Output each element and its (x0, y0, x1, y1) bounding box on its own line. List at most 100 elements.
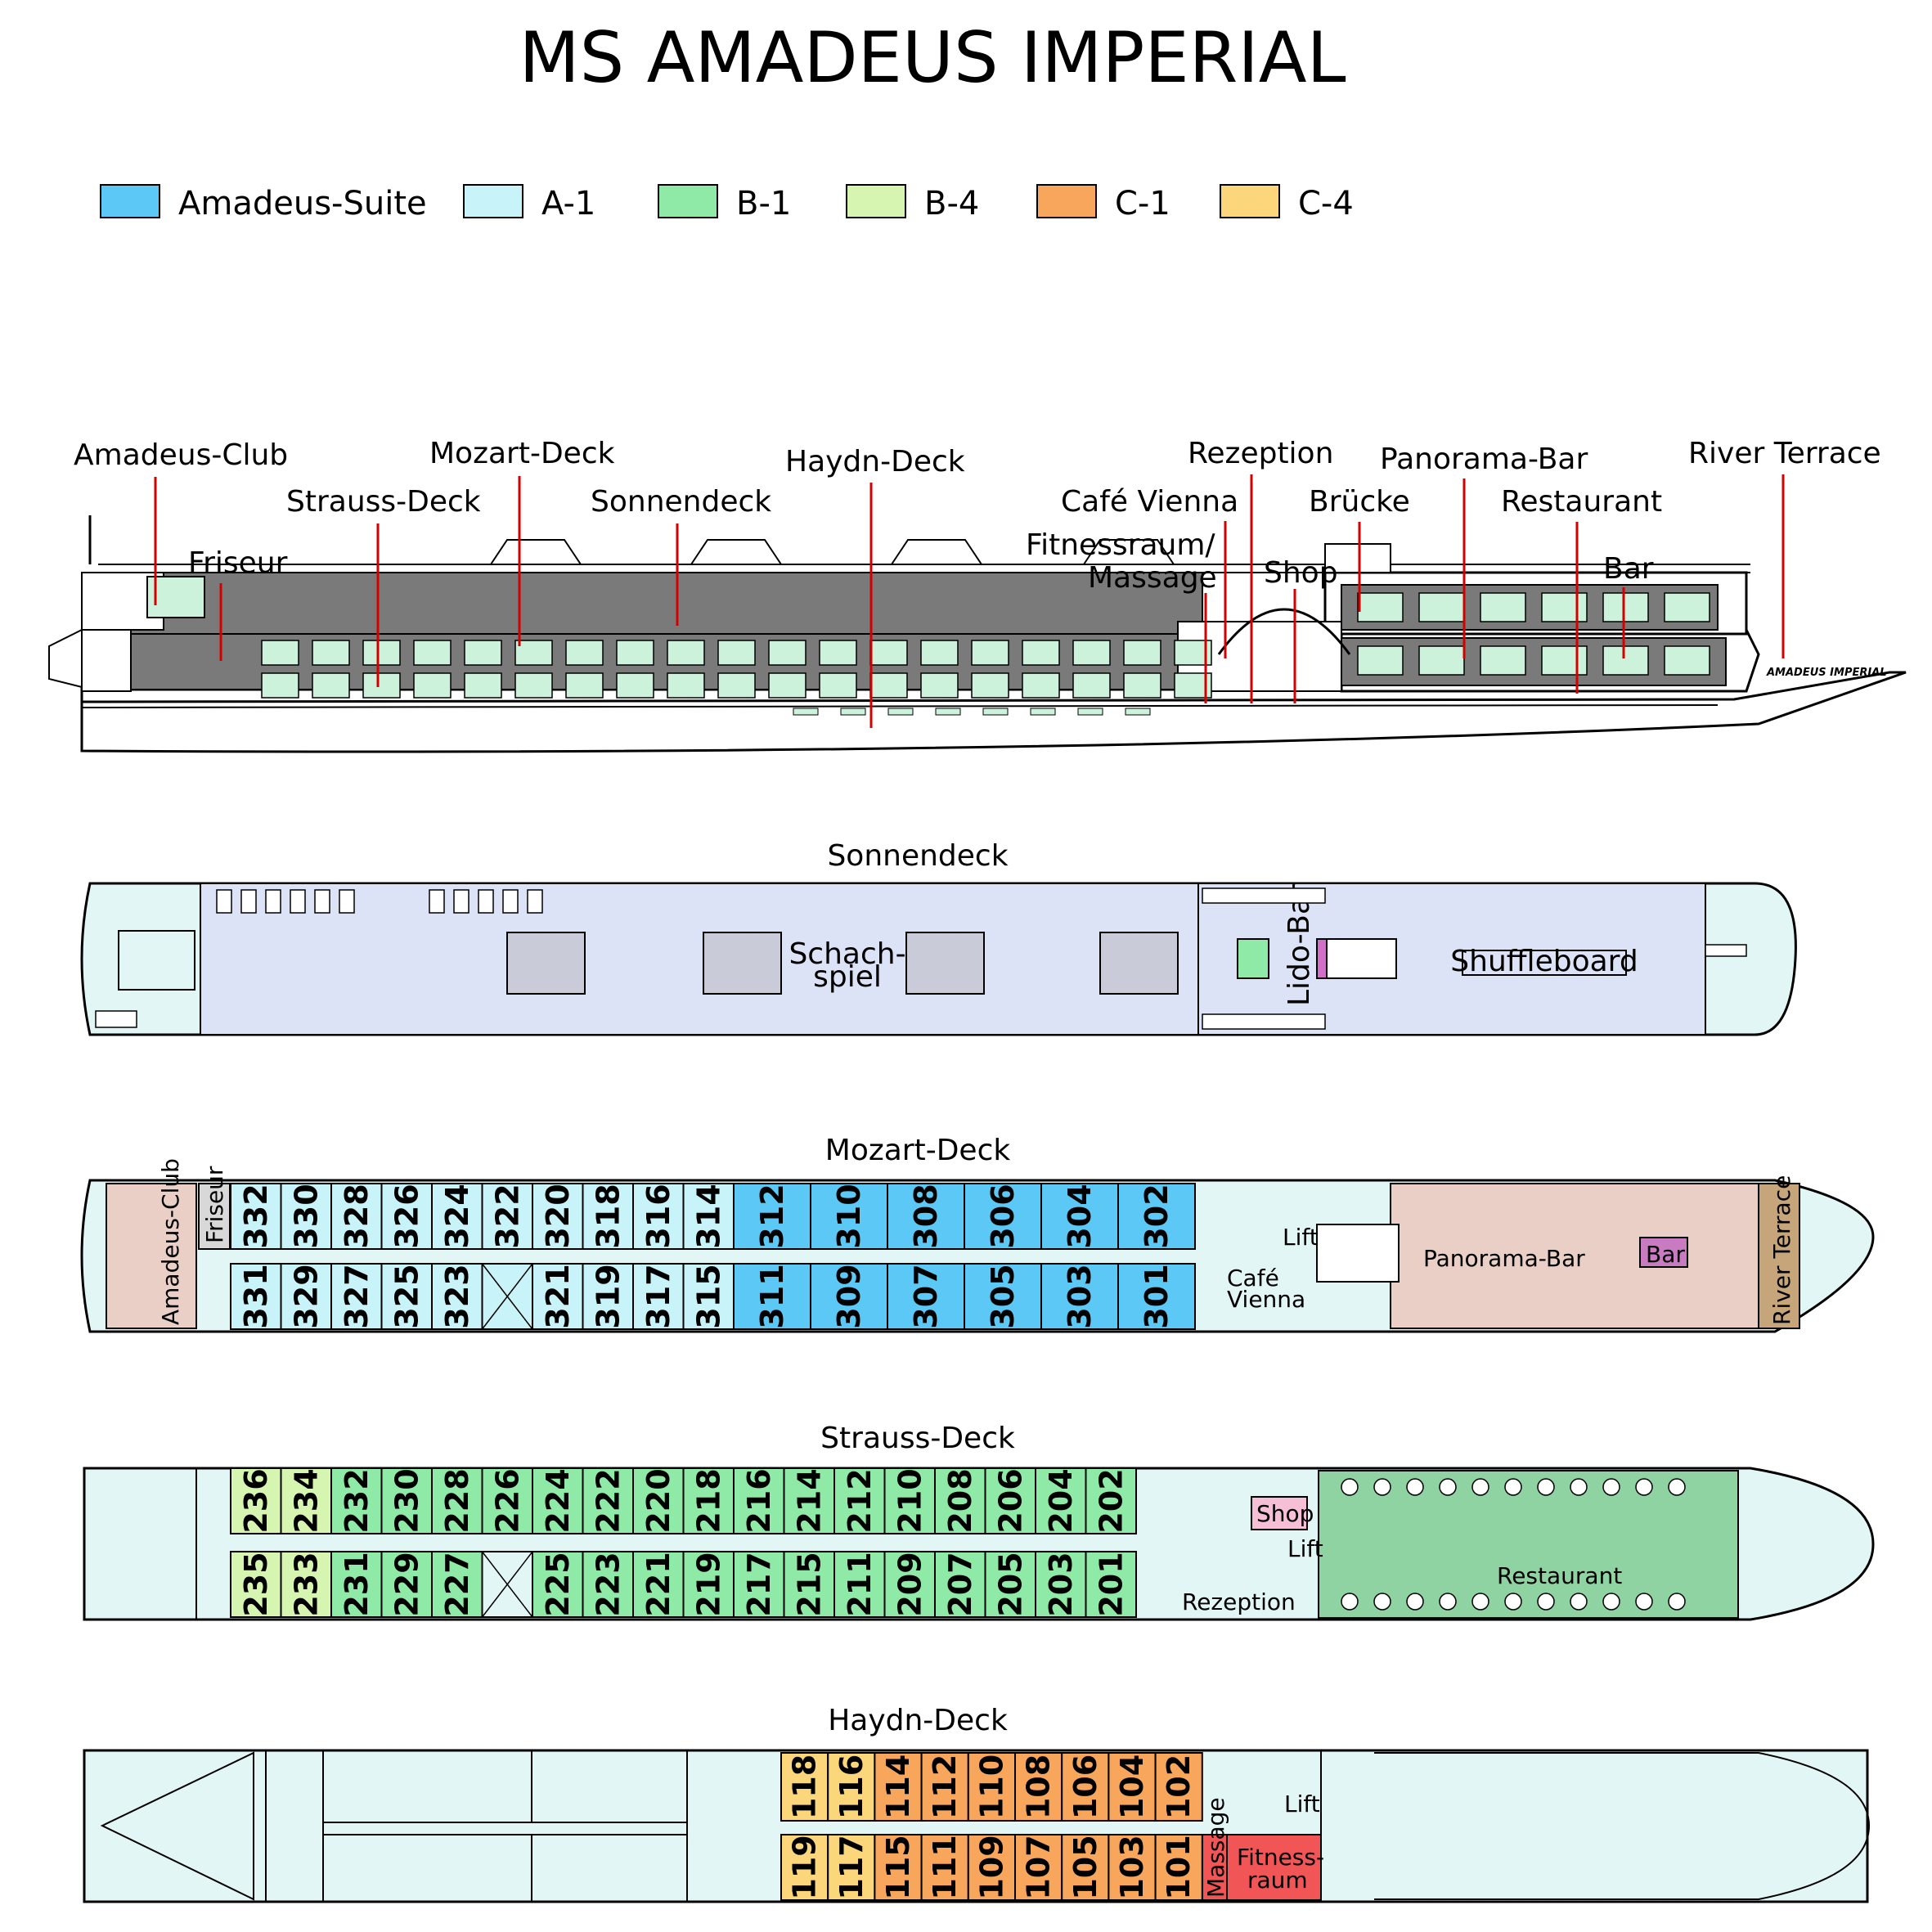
cabin-number-205: 205 (992, 1552, 1028, 1616)
cabin-number-216: 216 (741, 1468, 777, 1533)
strauss-bottom-cabin-207 (934, 1551, 986, 1618)
legend-swatch-b-4 (846, 184, 906, 218)
mozart-top-cabin-304 (1040, 1183, 1119, 1250)
label-bar: Bar (1603, 552, 1654, 586)
haydn-top-cabin-114 (874, 1752, 923, 1822)
sonnendeck-plan: Sonnendeck Schach- spiel Lido-Bar Shuffl… (80, 839, 1797, 1036)
label-cafe-vienna: Café Vienna (1061, 485, 1238, 519)
cabin-number-210: 210 (892, 1468, 928, 1533)
cabin-number-311: 311 (754, 1264, 790, 1328)
label-cafe: Café (1227, 1265, 1279, 1292)
cabin-number-115: 115 (880, 1835, 916, 1899)
cabin-number-320: 320 (540, 1184, 576, 1248)
label-schachspiel-1: Schach- (789, 937, 905, 971)
cabin-number-114: 114 (880, 1755, 916, 1819)
mozart-top-cabin-316 (632, 1183, 685, 1250)
legend-swatch-c-4 (1220, 184, 1280, 218)
label-lido-bar: Lido-Bar (1283, 884, 1316, 1006)
mozart-deck-plan: Mozart-Deck Amadeus-Club Friseur Lift Ca… (80, 1134, 1875, 1333)
cabin-number-219: 219 (690, 1552, 726, 1616)
deck-title-strauss-deck: Strauss-Deck (820, 1422, 1015, 1455)
haydn-top-cabin-106 (1061, 1752, 1110, 1822)
mozart-top-cabin-322 (481, 1183, 533, 1250)
cabin-number-231: 231 (339, 1552, 375, 1616)
label-mozart-deck: Mozart-Deck (429, 437, 615, 470)
legend-label-amadeus-suite: Amadeus-Suite (178, 185, 427, 222)
mozart-bottom-cabin-315 (682, 1263, 735, 1330)
cabin-number-318: 318 (590, 1184, 626, 1248)
cabin-number-230: 230 (389, 1468, 425, 1533)
cabin-number-332: 332 (238, 1184, 274, 1248)
label-haydn-deck: Haydn-Deck (785, 445, 965, 479)
cabin-number-228: 228 (439, 1468, 475, 1533)
cabin-number-102: 102 (1161, 1755, 1197, 1819)
label-sonnendeck: Sonnendeck (591, 485, 771, 519)
cabin-number-204: 204 (1043, 1468, 1079, 1533)
cabin-number-203: 203 (1043, 1552, 1079, 1616)
strauss-top-cabin-204 (1035, 1467, 1087, 1534)
cabin-number-112: 112 (927, 1755, 963, 1819)
legend-swatch-c-1 (1036, 184, 1097, 218)
cabin-number-232: 232 (339, 1468, 375, 1533)
haydn-top-cabin-110 (967, 1752, 1017, 1822)
cabin-number-212: 212 (842, 1468, 878, 1533)
strauss-top-cabin-228 (431, 1467, 483, 1534)
legend-label-c-1: C-1 (1115, 185, 1170, 222)
strauss-top-cabin-212 (833, 1467, 886, 1534)
mozart-top-cabin-302 (1117, 1183, 1196, 1250)
cabin-number-209: 209 (892, 1552, 928, 1616)
cabin-number-225: 225 (540, 1552, 576, 1616)
cabin-number-233: 233 (288, 1552, 324, 1616)
cabin-number-119: 119 (787, 1835, 823, 1899)
label-vienna: Vienna (1227, 1286, 1305, 1313)
label-panorama-bar: Panorama-Bar (1380, 443, 1588, 476)
mozart-bottom-cabin-311 (733, 1263, 811, 1330)
cabin-number-104: 104 (1114, 1755, 1150, 1819)
cabin-number-214: 214 (791, 1468, 827, 1533)
legend-swatch-a-1 (463, 184, 523, 218)
mozart-bottom-cabin-305 (964, 1263, 1042, 1330)
mozart-top-cabin-308 (887, 1183, 965, 1250)
cabin-number-301: 301 (1139, 1264, 1175, 1328)
haydn-top-cabin-102 (1154, 1752, 1203, 1822)
haydn-bottom-cabin-115 (874, 1834, 923, 1901)
cabin-number-234: 234 (288, 1468, 324, 1533)
cabin-number-105: 105 (1067, 1835, 1103, 1899)
cabin-number-310: 310 (831, 1184, 867, 1248)
label-friseur: Friseur (188, 546, 288, 580)
label-fitnessraum: Fitnessraum/ (1026, 528, 1215, 562)
label-lift-mozart: Lift (1283, 1224, 1319, 1251)
label-bruecke: Brücke (1309, 485, 1410, 519)
cabin-number-309: 309 (831, 1264, 867, 1328)
label-amadeus-club-room: Amadeus-Club (157, 1158, 184, 1325)
cabin-number-111: 111 (927, 1835, 963, 1899)
cabin-number-306: 306 (985, 1184, 1021, 1248)
strauss-top-cabin-214 (783, 1467, 835, 1534)
cabin-number-229: 229 (389, 1552, 425, 1616)
cabin-number-326: 326 (389, 1184, 425, 1248)
label-rezeption-room: Rezeption (1182, 1588, 1296, 1615)
mozart-top-cabin-318 (582, 1183, 634, 1250)
strauss-bottom-cabin-233 (280, 1551, 332, 1618)
cabin-number-217: 217 (741, 1552, 777, 1616)
label-shop: Shop (1264, 556, 1338, 590)
mozart-bottom-cabin-319 (582, 1263, 634, 1330)
haydn-top-cabin-116 (827, 1752, 876, 1822)
label-massage: Massage (1088, 561, 1217, 595)
cabin-number-215: 215 (791, 1552, 827, 1616)
strauss-top-cabin-202 (1085, 1467, 1137, 1534)
label-restaurant-room: Restaurant (1497, 1562, 1622, 1589)
label-fitness-1: Fitness- (1237, 1844, 1324, 1871)
legend-swatch-b-1 (658, 184, 718, 218)
legend-label-a-1: A-1 (541, 185, 595, 222)
ship-name: AMADEUS IMPERIAL (1766, 667, 1887, 679)
strauss-bottom-cabin-219 (682, 1551, 735, 1618)
haydn-deck-plan: Haydn-Deck Lift Massage Fitness- raum 11… (83, 1704, 1871, 1903)
label-rezeption: Rezeption (1188, 437, 1333, 470)
label-fitness-2: raum (1247, 1867, 1308, 1894)
cabin-number-109: 109 (973, 1835, 1009, 1899)
strauss-bottom-cabin-229 (380, 1551, 433, 1618)
label-massage-room: Massage (1202, 1797, 1229, 1898)
page-title: MS AMADEUS IMPERIAL (519, 17, 1346, 99)
